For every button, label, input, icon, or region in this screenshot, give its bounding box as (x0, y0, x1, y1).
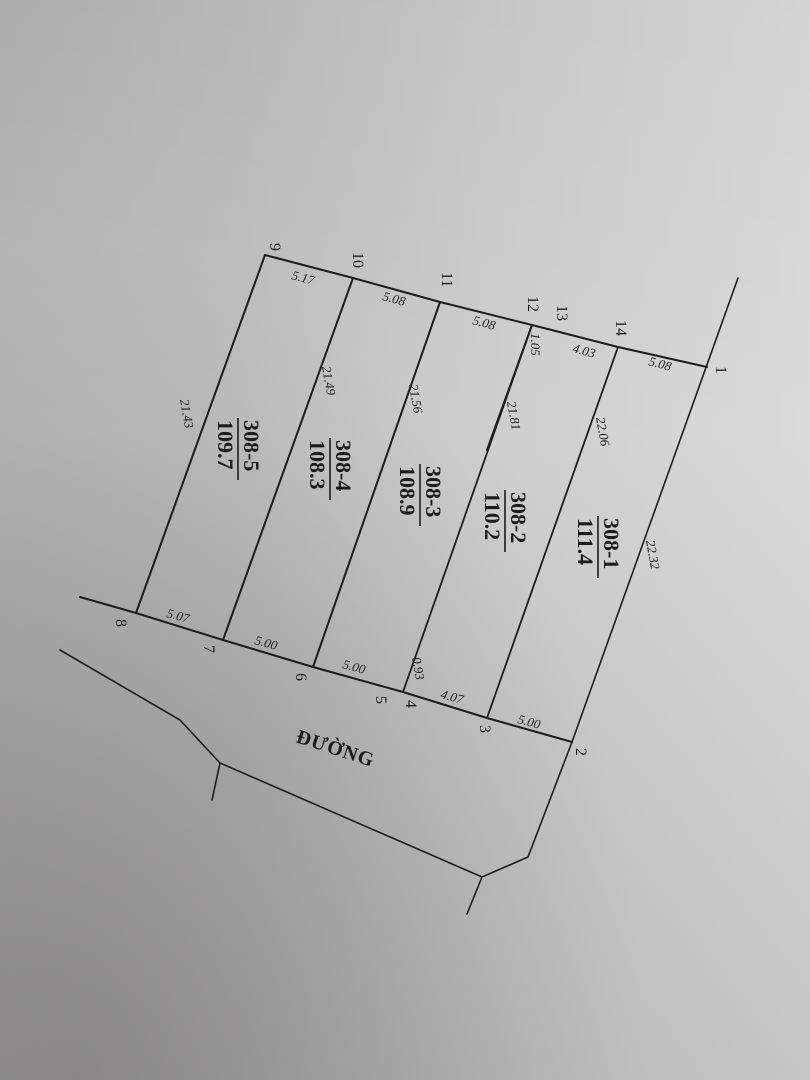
dim-14-3: 22.06 (593, 416, 613, 448)
side-line-14-3 (486, 346, 619, 719)
plot-area: 109.7 (213, 420, 238, 470)
point-12: 12 (524, 296, 541, 312)
plot-id: 308-3 (421, 466, 446, 517)
dim-7-6: 5.00 (253, 632, 279, 653)
dim-12-4: 21.81 (504, 400, 524, 431)
point-11: 11 (438, 272, 455, 287)
road-boundary (59, 649, 573, 878)
road-tick-left (211, 762, 221, 801)
dim-10-7: 21.49 (319, 365, 339, 397)
point-2: 2 (572, 748, 589, 756)
dim-4-3: 4.07 (439, 686, 465, 707)
dim-3-2: 5.00 (516, 711, 542, 732)
point-10: 10 (349, 252, 366, 268)
plot-308-1: 308-1 111.4 (573, 516, 624, 578)
road-tick-right (466, 876, 483, 915)
dim-11-12: 5.08 (471, 312, 497, 333)
dim-9-10: 5.17 (290, 267, 316, 288)
point-1: 1 (712, 366, 729, 374)
point-5: 5 (372, 696, 389, 704)
road-label: ĐƯỜNG (293, 724, 377, 772)
plot-id: 308-1 (599, 518, 624, 569)
bottom-boundary (79, 596, 573, 743)
plot-area: 111.4 (573, 518, 598, 565)
plot-308-3: 308-3 108.9 (395, 464, 446, 526)
point-4: 4 (402, 700, 419, 708)
dim-4-5: 0.93 (409, 656, 428, 682)
point-6: 6 (292, 673, 309, 681)
plot-id: 308-2 (506, 492, 531, 543)
point-9: 9 (266, 243, 283, 251)
point-3: 3 (476, 725, 493, 733)
plot-308-5: 308-5 109.7 (213, 418, 264, 480)
dim-11-6: 21.56 (406, 383, 426, 415)
plot-area: 110.2 (480, 492, 505, 540)
side-line-10-7 (222, 277, 354, 641)
dim-14-1: 5.08 (647, 353, 673, 374)
plot-id: 308-5 (239, 420, 264, 471)
point-14: 14 (612, 320, 629, 336)
dim-13-14: 4.03 (571, 340, 597, 361)
dim-8-7: 5.07 (165, 605, 191, 626)
right-boundary (571, 277, 739, 743)
dim-10-11: 5.08 (381, 288, 407, 309)
dim-9-8: 21.43 (177, 398, 197, 430)
plot-308-2: 308-2 110.2 (480, 490, 531, 552)
dim-12-13: 1.05 (528, 333, 543, 356)
side-line-9-8 (135, 254, 266, 614)
plot-area: 108.9 (395, 466, 420, 516)
side-line-11-6 (312, 301, 441, 668)
plot-area: 108.3 (305, 440, 330, 490)
point-7: 7 (200, 645, 217, 653)
dim-6-5: 5.00 (341, 656, 367, 677)
dim-1-2: 22.32 (643, 539, 663, 571)
side-line-12-4v (402, 324, 533, 693)
plot-308-4: 308-4 108.3 (305, 438, 356, 500)
top-boundary (264, 254, 708, 368)
point-8: 8 (112, 619, 129, 627)
point-13: 13 (553, 305, 570, 321)
plot-id: 308-4 (331, 440, 356, 491)
